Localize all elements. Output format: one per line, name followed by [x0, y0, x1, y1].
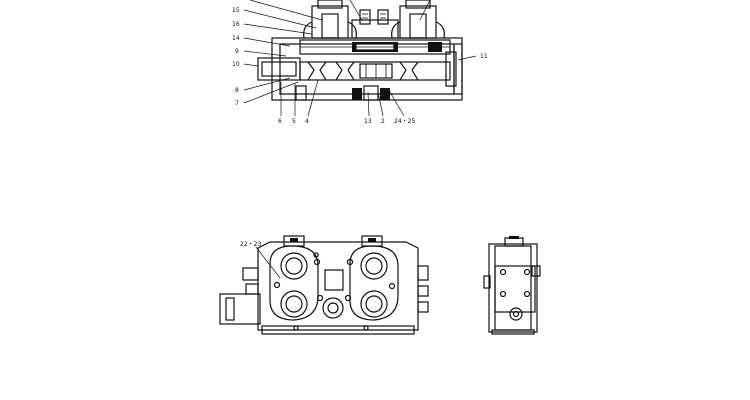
section-callouts: 15 16 14 9 10 8 7 11 6 5 4 13 2 24・25 — [232, 7, 488, 125]
front-left-flange — [219, 293, 261, 325]
right-boss-2 — [417, 285, 429, 297]
right-boss-1 — [417, 265, 429, 281]
right-boss-3 — [417, 301, 429, 313]
side-right-boss — [531, 265, 541, 277]
callout-leader-22-23 — [255, 246, 281, 279]
side-bolt-hole — [523, 268, 531, 276]
spool-chambers — [299, 61, 451, 81]
left-boss-2 — [245, 283, 259, 295]
valve-front-view — [219, 235, 429, 335]
bolt-hole — [313, 258, 321, 266]
left-boss-1 — [242, 267, 259, 281]
side-bolt-hole — [499, 268, 507, 276]
side-top-cap — [504, 237, 524, 247]
left-lower-port — [280, 290, 308, 318]
front-body-outline — [257, 241, 419, 331]
callout-8: 8 — [235, 87, 239, 94]
right-end-plug — [445, 51, 457, 87]
bolt-hole — [346, 258, 354, 266]
right-upper-port — [360, 252, 388, 280]
callout-24-25: 24・25 — [394, 118, 415, 125]
valve-side-view — [483, 236, 541, 335]
bolt-hole — [293, 325, 299, 331]
callout-13: 13 — [364, 118, 372, 125]
callout-10: 10 — [232, 61, 240, 68]
right-lower-port — [360, 290, 388, 318]
callout-15: 15 — [232, 7, 240, 14]
callout-14: 14 — [232, 35, 240, 42]
callout-9: 9 — [235, 48, 239, 55]
callout-16: 16 — [232, 21, 240, 28]
bolt-hole — [273, 281, 281, 289]
callout-22-23: 22・23 — [240, 241, 261, 248]
side-bolt-hole — [523, 290, 531, 298]
side-base — [491, 329, 535, 335]
valve-section-view — [257, 0, 463, 101]
upper-port-left — [303, 0, 357, 39]
bolt-hole — [363, 325, 369, 331]
bolt-hole — [313, 252, 319, 258]
callout-7: 7 — [235, 100, 239, 107]
callout-11: 11 — [480, 53, 488, 60]
front-left-flange-rib — [225, 297, 235, 321]
section-callout-leaders — [243, 0, 477, 117]
left-upper-port — [280, 252, 308, 280]
bottom-plugs — [295, 85, 390, 101]
callout-4: 4 — [305, 118, 309, 125]
callout-6: 6 — [278, 118, 282, 125]
front-base — [261, 325, 415, 335]
relief-valve-housing — [257, 57, 301, 81]
bolt-hole — [344, 294, 352, 302]
callout-2: 2 — [381, 118, 385, 125]
side-left-boss — [483, 275, 491, 289]
center-window — [324, 269, 344, 291]
center-port — [322, 297, 344, 319]
spool-bore — [299, 39, 451, 55]
side-bolt-hole — [499, 290, 507, 298]
upper-port-right — [391, 0, 445, 39]
right-lobe — [349, 245, 399, 321]
relief-valve-core — [261, 61, 297, 77]
right-end-cap — [453, 43, 463, 95]
side-body-inner — [494, 245, 532, 331]
bolt-hole — [316, 294, 324, 302]
side-port — [509, 307, 523, 321]
bolt-hole — [388, 282, 396, 290]
callout-5: 5 — [292, 118, 296, 125]
upper-center-block — [351, 9, 399, 39]
